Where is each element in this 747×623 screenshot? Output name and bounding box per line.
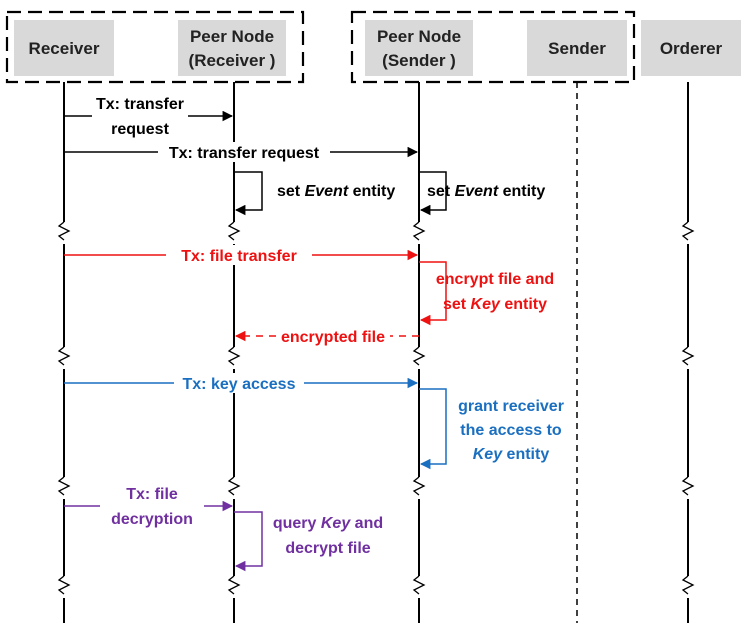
peer-node-receiver-label-line1: Peer Node — [190, 27, 274, 46]
lifeline-break-markers — [57, 221, 695, 595]
encrypted-file-label: encrypted file — [281, 329, 385, 346]
encrypt-file-label-line1: encrypt file and — [436, 271, 554, 288]
file-decryption-label-line2: decryption — [111, 511, 193, 528]
key-entity-text-blue: entity — [502, 446, 549, 463]
sender-header-box — [527, 20, 627, 76]
key-access-label: Tx: key access — [183, 376, 296, 393]
grant-access-self-arrow — [419, 388, 447, 470]
encrypt-self-arrow — [419, 261, 447, 326]
set-event-entity-label-peer-receiver: set Event entity — [277, 183, 395, 200]
file-decryption-label-line1: Tx: file — [126, 486, 178, 503]
set-event-text-a: set — [277, 183, 305, 200]
key-keyword-red: Key — [471, 296, 501, 313]
query-key-label-line2: decrypt file — [285, 540, 370, 557]
entity-text-b: entity — [498, 183, 545, 200]
peer-node-receiver-header-box — [178, 20, 286, 76]
orderer-label: Orderer — [660, 39, 723, 58]
transfer-request-label-line2: request — [111, 121, 169, 138]
peer-node-sender-label-line1: Peer Node — [377, 27, 461, 46]
set-event-self-arrow-peer-receiver — [234, 171, 263, 216]
key-access-label-bg — [174, 373, 304, 393]
transfer-request-long-label-bg — [158, 142, 330, 162]
receiver-group-border — [5, 10, 305, 84]
receiver-label: Receiver — [29, 39, 100, 58]
key-entity-text-red: entity — [500, 296, 547, 313]
key-keyword-purple: Key — [321, 515, 351, 532]
grant-access-label-line1: grant receiver — [458, 398, 564, 415]
transfer-request-label-line1: Tx: transfer — [96, 96, 184, 113]
file-decryption-label-bg — [100, 482, 204, 530]
orderer-header-box — [641, 20, 741, 76]
query-text: query — [273, 515, 321, 532]
file-transfer-label: Tx: file transfer — [181, 248, 297, 265]
set-event-self-arrow-peer-sender — [419, 171, 447, 216]
receiver-header-box — [14, 20, 114, 76]
set-key-text: set — [443, 296, 471, 313]
peer-node-sender-label-line2: (Sender ) — [382, 51, 456, 70]
entity-text-a: entity — [348, 183, 395, 200]
peer-node-receiver-label-line2: (Receiver ) — [189, 51, 276, 70]
grant-access-label-line2: the access to — [460, 422, 562, 439]
sender-label: Sender — [548, 39, 606, 58]
key-keyword-blue: Key — [473, 446, 503, 463]
transfer-request-long-label: Tx: transfer request — [169, 145, 320, 162]
event-keyword-a: Event — [305, 183, 349, 200]
grant-access-label-line3: Key entity — [473, 446, 550, 463]
peer-node-sender-header-box — [365, 20, 473, 76]
encrypt-file-label-line2: set Key entity — [443, 296, 547, 313]
event-keyword-b: Event — [455, 183, 499, 200]
file-transfer-label-bg — [166, 245, 312, 265]
sender-group-border — [350, 10, 636, 84]
set-event-text-b: set — [427, 183, 455, 200]
transfer-request-label-bg — [92, 92, 188, 140]
encrypted-file-label-bg — [276, 326, 390, 346]
and-text: and — [350, 515, 383, 532]
set-event-entity-label-peer-sender: set Event entity — [427, 183, 545, 200]
query-key-label-line1: query Key and — [273, 515, 383, 532]
query-key-self-arrow — [234, 511, 263, 572]
